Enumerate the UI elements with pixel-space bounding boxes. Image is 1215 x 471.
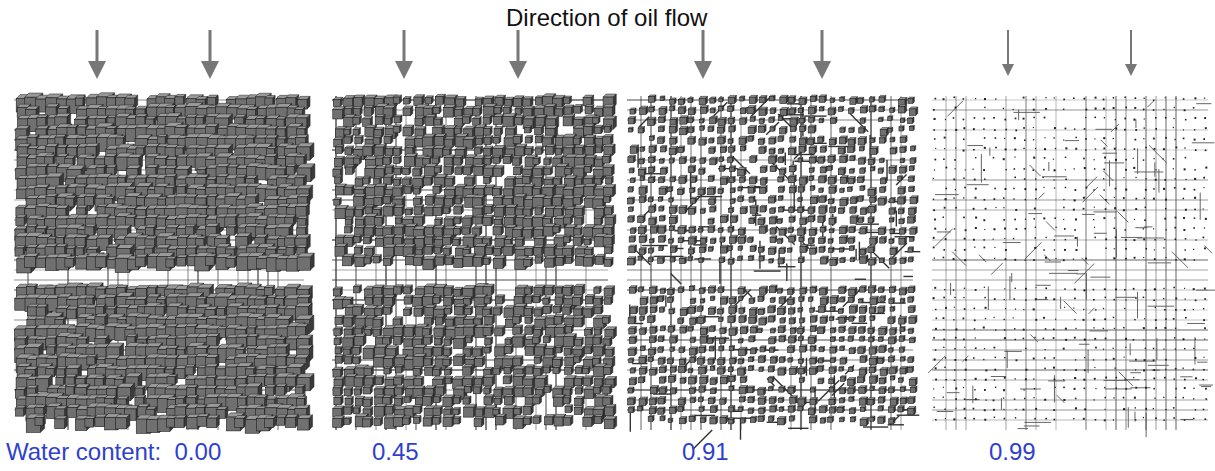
pore-body (37, 118, 46, 127)
pore-body (227, 227, 235, 235)
pore-body (25, 257, 36, 268)
pore-body (87, 357, 95, 365)
pore-body (166, 259, 174, 267)
pore-body (177, 258, 186, 267)
pore-body (197, 217, 206, 226)
pore-body (155, 307, 164, 316)
pore-body (26, 287, 35, 296)
pore-body (276, 259, 287, 270)
pore-network-panel (14, 93, 315, 434)
flow-arrows (97, 30, 1131, 70)
pore-body (207, 197, 216, 206)
pore-body (96, 307, 104, 315)
pore-body (85, 197, 94, 206)
pore-body (286, 247, 294, 255)
pore-body (277, 239, 285, 247)
pore-body (76, 258, 87, 269)
pore-body (135, 257, 145, 267)
pore-body (177, 157, 187, 167)
pore-body (36, 307, 45, 316)
pore-bodies (15, 93, 315, 434)
pore-body (17, 189, 27, 199)
pore-body (107, 259, 116, 268)
pore-body (27, 307, 36, 316)
pore-body (95, 257, 106, 268)
pore-body (66, 309, 76, 319)
pore-body (286, 167, 294, 175)
pore-body (205, 257, 214, 266)
pore-body (75, 98, 83, 106)
pore-body (185, 227, 193, 235)
pore-body (145, 227, 154, 236)
pore-body (247, 337, 256, 346)
pore-body (265, 288, 273, 296)
pore-body (47, 347, 55, 355)
pore-body (36, 258, 46, 268)
pore-body (257, 258, 268, 269)
pore-body (295, 207, 306, 218)
pore-body (105, 297, 114, 306)
pore-body (16, 217, 24, 225)
pore-body (297, 257, 310, 270)
pore-body (136, 198, 144, 206)
pore-body (65, 259, 73, 267)
pore-body (226, 258, 235, 267)
